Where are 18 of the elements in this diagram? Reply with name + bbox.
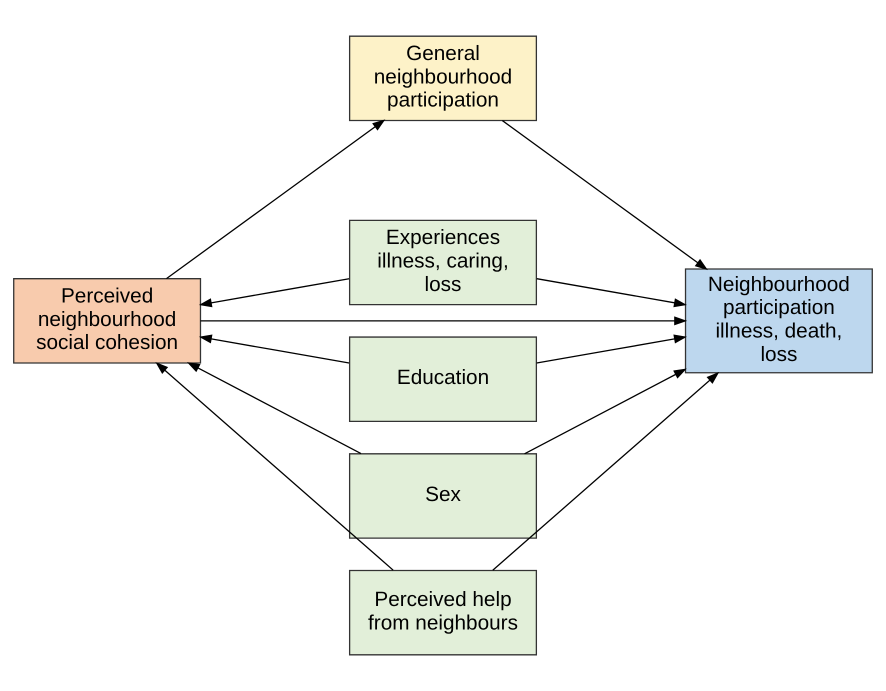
arrow: [198, 278, 350, 308]
node-box: Experiences illness, caring, loss: [348, 220, 538, 306]
arrow: [524, 368, 687, 454]
arrow: [155, 362, 394, 571]
node-box: General neighbourhood participation: [348, 36, 538, 122]
node-box: Education: [348, 336, 538, 422]
node-box: Sex: [348, 453, 538, 539]
arrow: [502, 120, 708, 270]
arrow: [186, 362, 362, 454]
arrow: [200, 316, 688, 326]
arrow: [536, 334, 687, 364]
arrow: [492, 372, 720, 571]
node-box: Perceived neighbourhood social cohesion: [13, 278, 202, 364]
arrow: [536, 278, 687, 308]
arrow: [198, 334, 350, 364]
node-box: Neighbourhood participation illness, death, loss: [684, 268, 873, 374]
arrow: [166, 119, 386, 280]
node-box: Perceived help from neighbours: [348, 570, 538, 656]
